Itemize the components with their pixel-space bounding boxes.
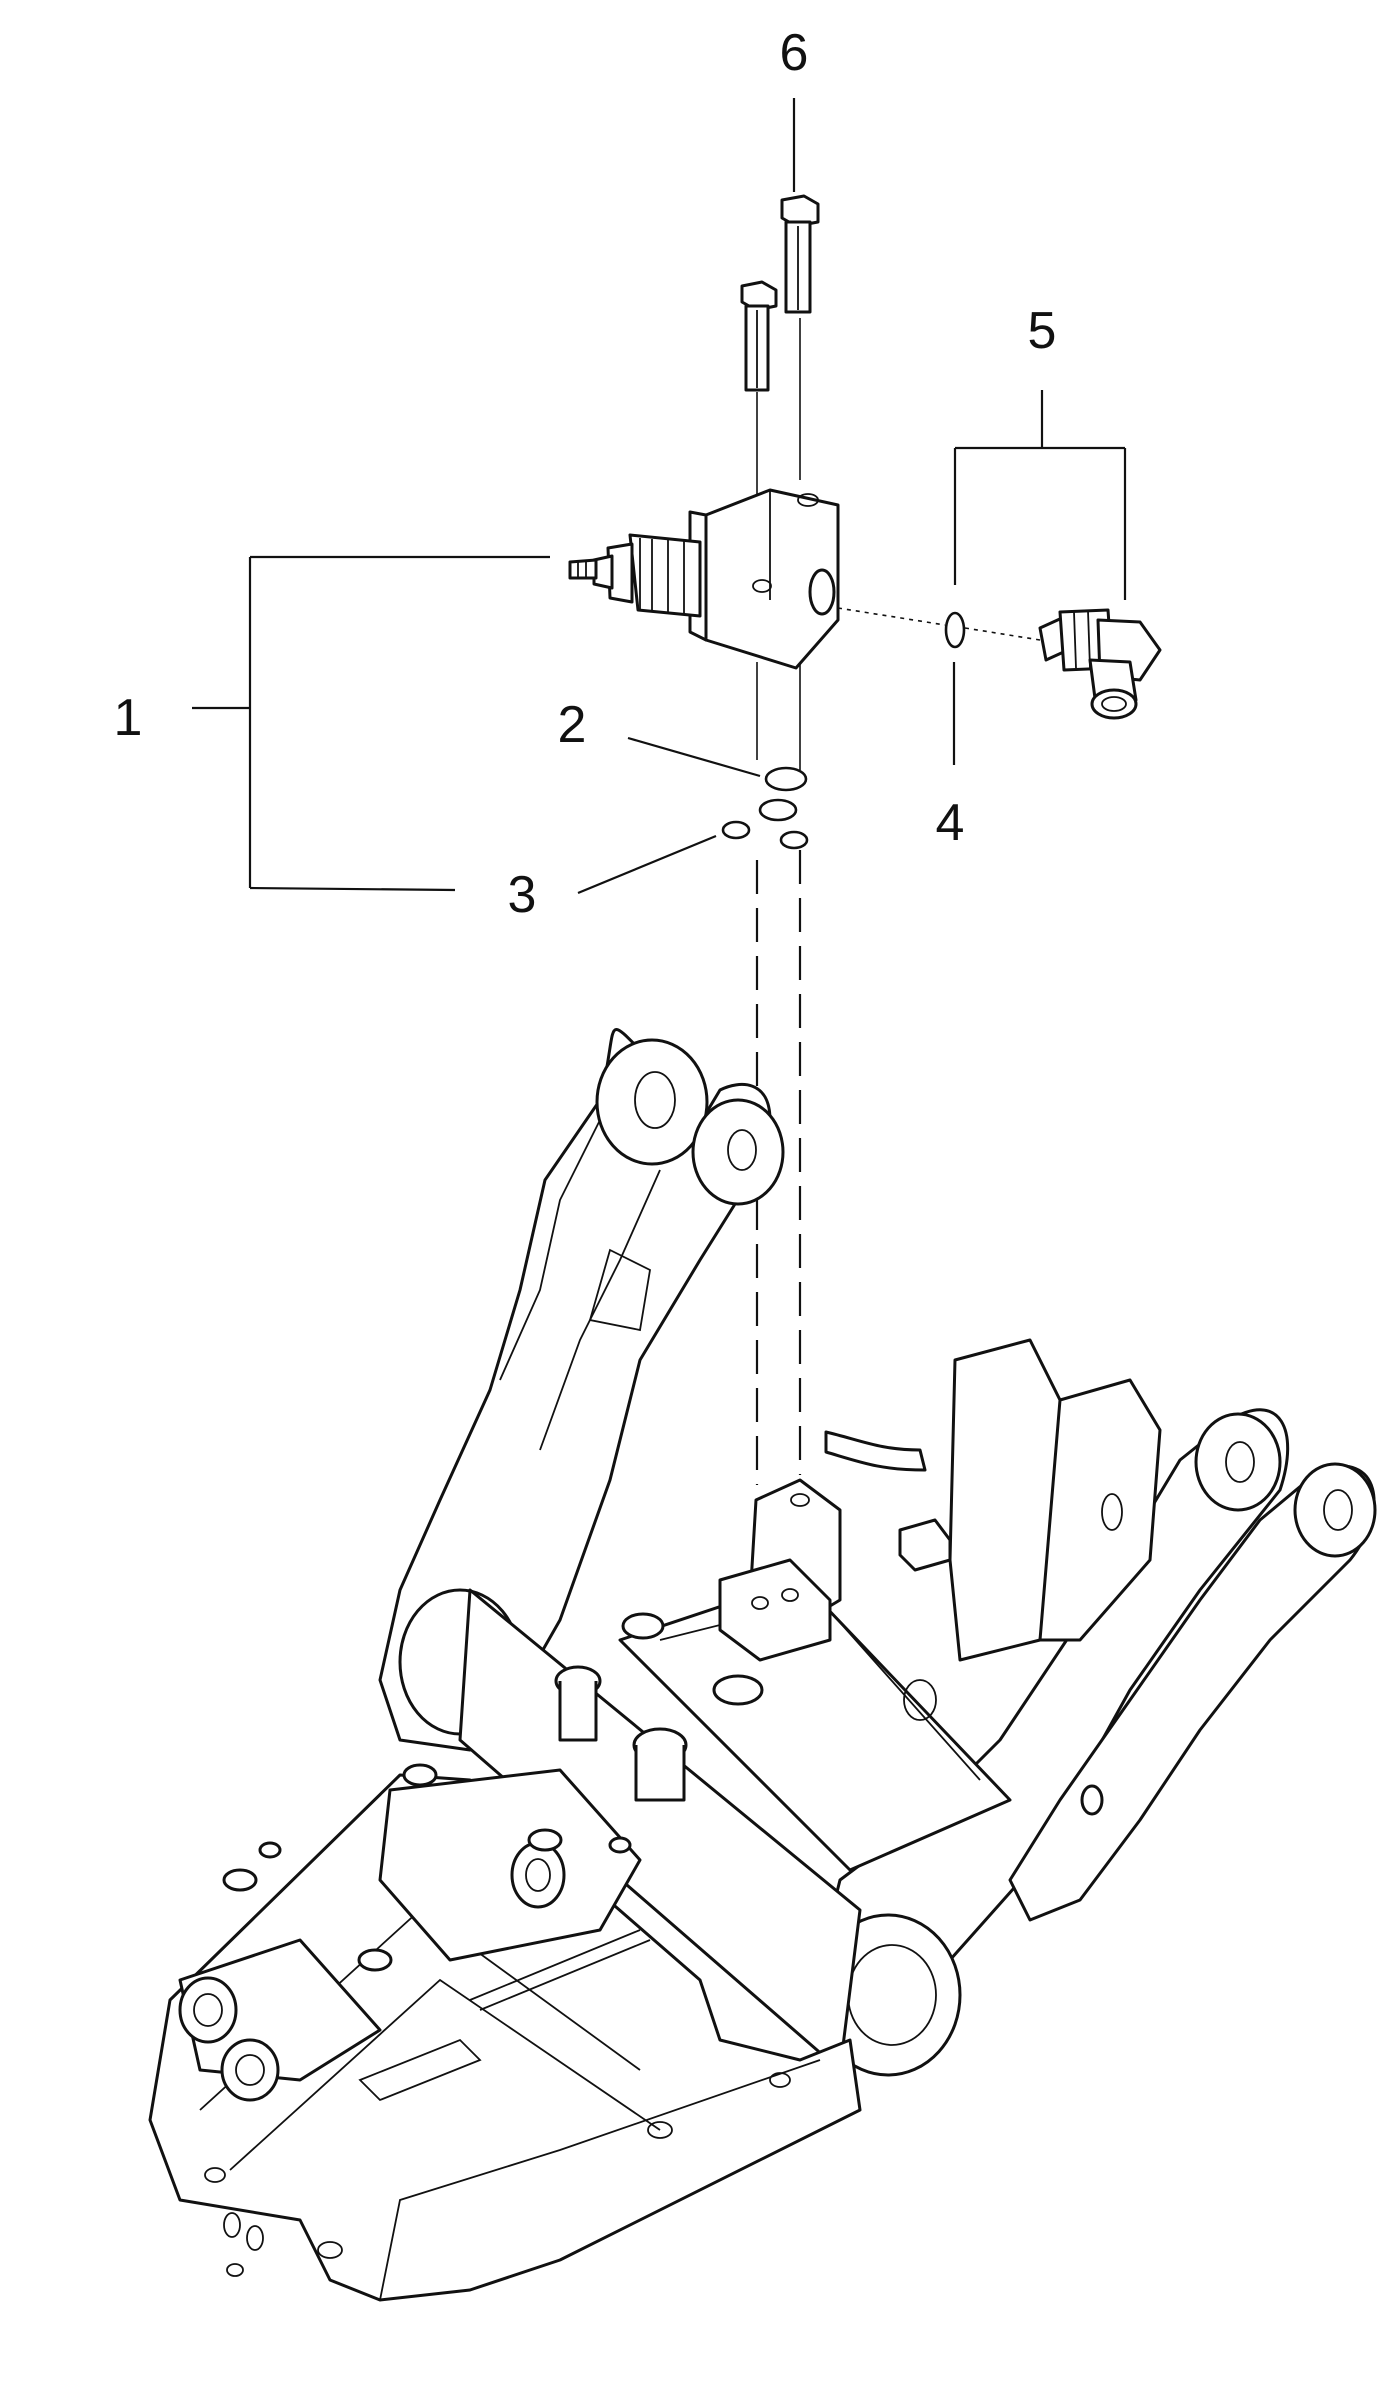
callout-4: 4 <box>936 794 965 852</box>
callout-3: 3 <box>508 866 537 924</box>
callout-2: 2 <box>558 696 587 754</box>
o-ring-2 <box>764 766 808 792</box>
callout-5: 5 <box>1028 302 1057 360</box>
bolt-short <box>740 280 778 392</box>
solenoid-valve-block <box>568 488 840 670</box>
seal-ring-4 <box>944 611 966 649</box>
assembly-axis-lines <box>755 318 1041 1485</box>
callout-1: 1 <box>114 689 143 747</box>
bolt-tall <box>780 194 820 314</box>
callout-6: 6 <box>780 24 809 82</box>
o-rings-3 <box>721 798 809 850</box>
leader-lines <box>192 98 1127 895</box>
elbow-fitting-5 <box>1038 608 1162 720</box>
hitch-housing-assembly <box>148 1028 1377 2302</box>
